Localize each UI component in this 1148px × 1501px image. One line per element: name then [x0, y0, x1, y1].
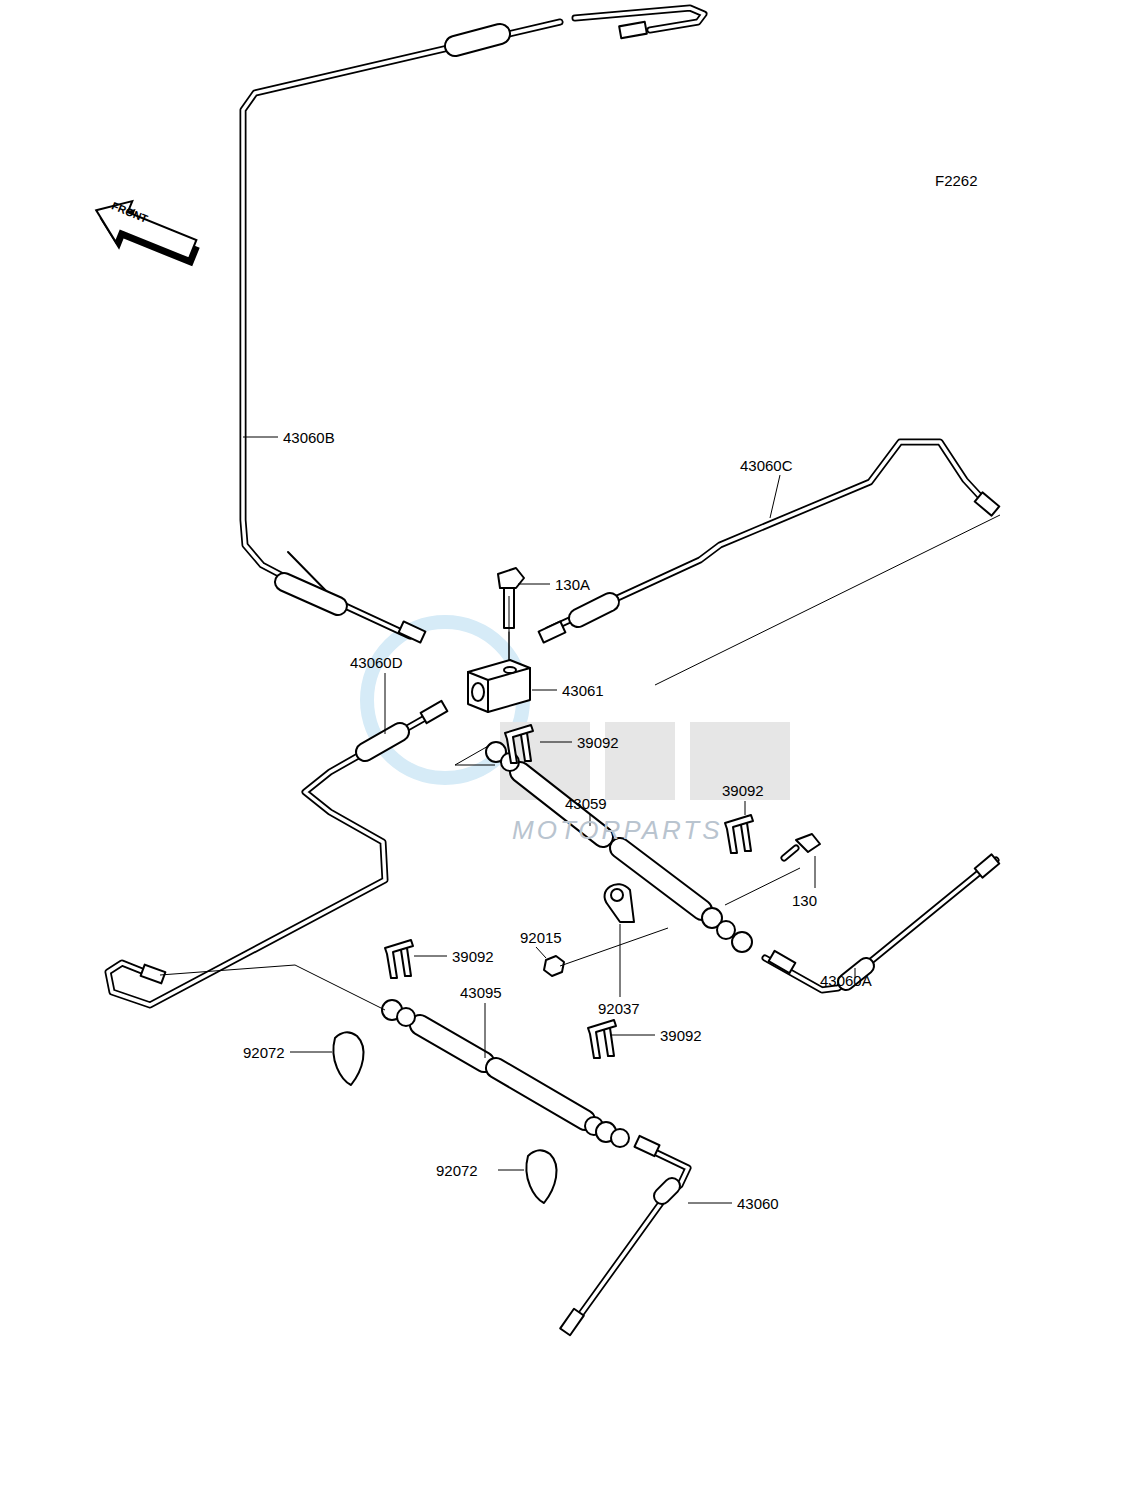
callout-number: 43059: [565, 796, 607, 811]
brake-hose: [382, 1000, 629, 1147]
callout-number: 39092: [452, 949, 494, 964]
joint-block: [468, 568, 530, 712]
leader-lines: [160, 437, 1000, 1203]
front-arrow: [86, 190, 207, 278]
brake-pipe: [539, 442, 1000, 643]
brake-pipe: [243, 8, 704, 643]
hose-clip: [385, 725, 753, 1058]
callout-number: 43061: [562, 683, 604, 698]
callout-number: 39092: [660, 1028, 702, 1043]
callout-number: 92015: [520, 930, 562, 945]
callout-number: 92072: [243, 1045, 285, 1060]
brake-pipe: [765, 854, 999, 990]
brake-pipe: [108, 701, 447, 1005]
brake-hose: [486, 742, 752, 952]
callout-number: 92037: [598, 1001, 640, 1016]
watermark: MOTORPARTS: [512, 817, 723, 843]
callout-number: 39092: [577, 735, 619, 750]
callout-number: 43060A: [820, 973, 872, 988]
hose-band: [333, 1032, 556, 1203]
callout-number: 43060: [737, 1196, 779, 1211]
callout-number: 43095: [460, 985, 502, 1000]
callout-number: 39092: [722, 783, 764, 798]
callout-number: 43060C: [740, 458, 793, 473]
bolt: [784, 834, 820, 858]
callout-number: 92072: [436, 1163, 478, 1178]
callout-number: 130A: [555, 577, 590, 592]
callout-number: 43060D: [350, 655, 403, 670]
callout-number: F2262: [935, 173, 978, 188]
callout-number: 43060B: [283, 430, 335, 445]
callout-number: 130: [792, 893, 817, 908]
brake-pipe: [560, 1136, 688, 1335]
